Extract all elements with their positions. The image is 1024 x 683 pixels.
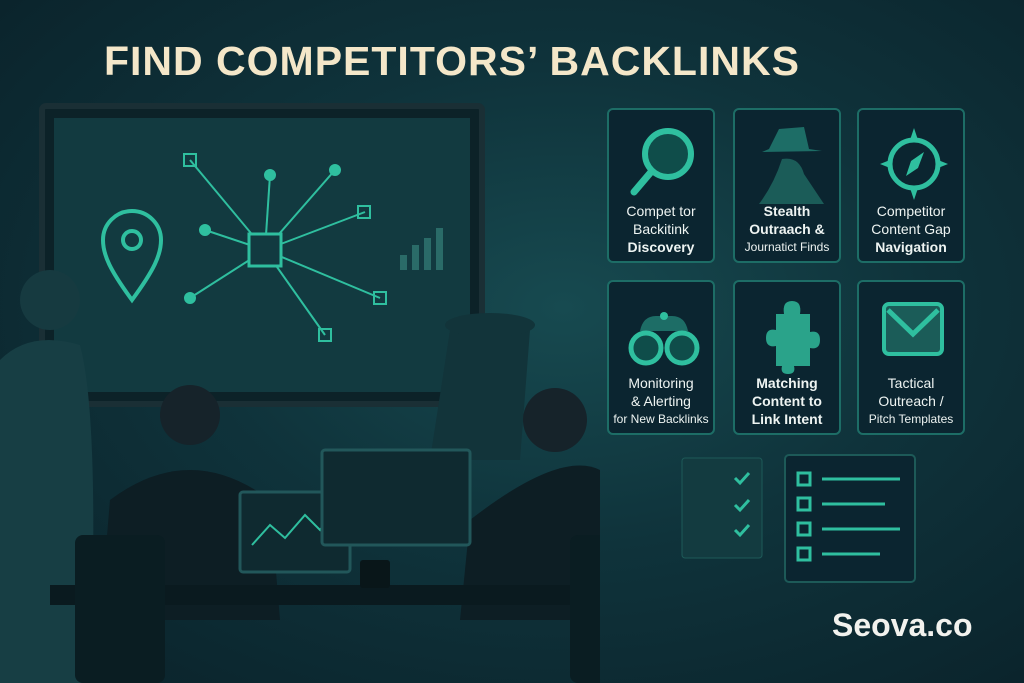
brand-logo-text: Seova.co (832, 607, 973, 643)
team-illustration (0, 103, 600, 683)
checklist-illustration (681, 454, 916, 583)
desk (50, 535, 600, 683)
bar-chart-icon (400, 228, 443, 270)
card-label-line: Compet tor (626, 203, 696, 219)
card-label-line: Pitch Templates (868, 412, 954, 426)
envelope-icon (882, 302, 944, 356)
puzzle-icon (766, 301, 820, 374)
network-graph (183, 153, 387, 342)
compass-icon (880, 128, 948, 200)
card-label-line: Discovery (627, 239, 695, 255)
card-label-line: Tactical (887, 375, 935, 391)
card-label-line: Outreach / (878, 393, 944, 409)
card-label-line: Content to (752, 393, 822, 409)
magnifier-icon (630, 128, 694, 196)
card-label-line: Navigation (875, 239, 947, 255)
card-label-line: Journatict Finds (744, 240, 830, 254)
card-label-line: Content Gap (871, 221, 951, 237)
card-label-line: & Alerting (631, 393, 691, 409)
card-label-line: Link Intent (751, 411, 823, 427)
page-title: FIND COMPETITORS’ BACKLINKS (104, 38, 800, 84)
card-label-line: Competitor (876, 203, 946, 219)
card-label-line: Backitink (632, 221, 690, 237)
location-pin-icon (100, 209, 164, 304)
card-label-line: Matching (756, 375, 818, 391)
card-label-line: for New Backlinks (613, 412, 709, 426)
card-monitoring-alerting: Monitoring & Alerting for New Backlinks (607, 280, 715, 435)
spy-hat-icon (759, 127, 824, 204)
card-label-line: Monitoring (628, 375, 694, 391)
card-label-line: Stealth (763, 203, 811, 219)
card-label-line: Outraach & (749, 221, 825, 237)
laptops (238, 448, 472, 574)
binoculars-icon (628, 312, 700, 366)
